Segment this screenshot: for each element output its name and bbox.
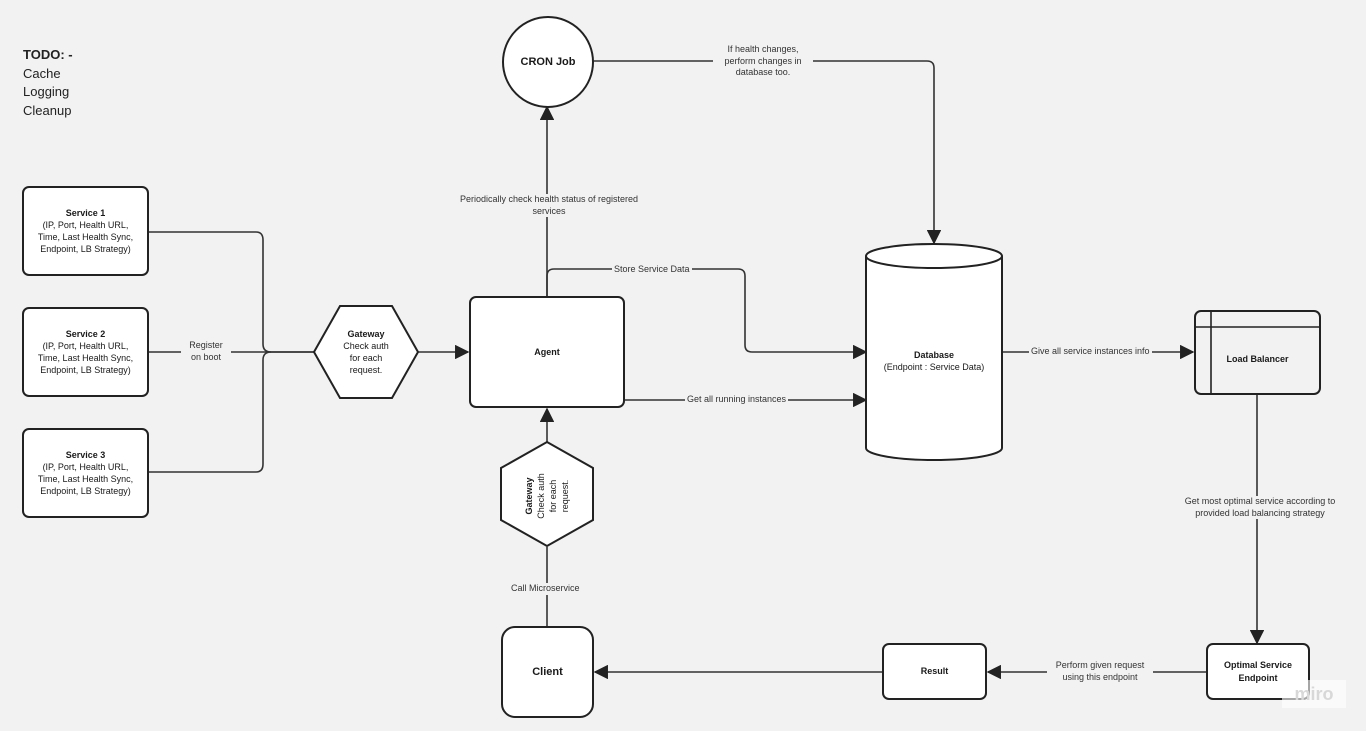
label-perform: Perform given request using this endpoin… <box>1047 660 1153 684</box>
database-title: Database <box>913 349 955 360</box>
service-1-node[interactable]: Service 1 (IP, Port, Health URL, Time, L… <box>22 186 149 276</box>
gateway-bottom-title: Gateway <box>523 477 534 515</box>
label-periodic: Periodically check health status of regi… <box>447 194 651 218</box>
service-2-title: Service 2 <box>65 328 106 339</box>
label-health-change: If health changes, perform changes in da… <box>713 44 813 80</box>
label-get-running: Get all running instances <box>685 394 789 406</box>
gateway-bottom-node[interactable]: Gateway Check auth for each request. <box>513 462 581 530</box>
result-title: Result <box>920 666 949 677</box>
cron-node[interactable]: CRON Job <box>505 40 591 84</box>
edge-cron-database <box>593 60 942 245</box>
label-give-all: Give all service instances info <box>1029 346 1152 358</box>
agent-title: Agent <box>534 346 560 357</box>
todo-item-cleanup: Cleanup <box>23 102 72 118</box>
service-3-desc: (IP, Port, Health URL, Time, Last Health… <box>37 461 134 497</box>
gateway-left-title: Gateway <box>347 328 385 339</box>
edge-service1-gateway <box>149 231 314 353</box>
label-register: Register on boot <box>181 340 231 364</box>
load-balancer-title: Load Balancer <box>1226 354 1289 365</box>
client-title: Client <box>532 666 563 678</box>
label-store: Store Service Data <box>612 264 692 276</box>
load-balancer-node[interactable]: Load Balancer <box>1194 310 1321 395</box>
service-3-node[interactable]: Service 3 (IP, Port, Health URL, Time, L… <box>22 428 149 518</box>
result-node[interactable]: Result <box>882 643 987 700</box>
gateway-bottom-desc: Check auth for each request. <box>535 473 571 519</box>
service-3-title: Service 3 <box>65 449 106 460</box>
edge-store-data <box>546 268 868 360</box>
gateway-bottom-hexagon <box>500 440 594 548</box>
todo-item-logging: Logging <box>23 84 70 99</box>
gateway-left-node[interactable]: Gateway Check auth for each request. <box>330 318 402 386</box>
cron-title: CRON Job <box>520 56 576 68</box>
label-get-optimal: Get most optimal service according to pr… <box>1178 496 1342 520</box>
database-node[interactable]: Database (Endpoint : Service Data) <box>868 336 1000 386</box>
todo-title: TODO: - <box>23 47 73 62</box>
service-1-title: Service 1 <box>65 207 106 218</box>
database-subtitle: (Endpoint : Service Data) <box>883 362 985 372</box>
optimal-endpoint-title: Optimal Service Endpoint <box>1223 660 1293 683</box>
client-node[interactable]: Client <box>501 626 594 718</box>
miro-watermark: miro <box>1282 680 1346 708</box>
service-2-node[interactable]: Service 2 (IP, Port, Health URL, Time, L… <box>22 307 149 397</box>
database-cylinder <box>865 243 1003 461</box>
gateway-left-desc: Check auth for each request. <box>343 340 389 376</box>
agent-node[interactable]: Agent <box>469 296 625 408</box>
cron-circle <box>502 16 594 108</box>
service-2-desc: (IP, Port, Health URL, Time, Last Health… <box>37 340 134 376</box>
gateway-left-hexagon <box>312 305 420 399</box>
service-1-desc: (IP, Port, Health URL, Time, Last Health… <box>37 219 134 255</box>
edge-service3-gateway <box>149 351 272 473</box>
todo-item-cache: Cache <box>23 65 61 81</box>
label-call: Call Microservice <box>509 583 582 595</box>
todo-note: TODO: - Cache Logging Cleanup <box>23 46 73 120</box>
